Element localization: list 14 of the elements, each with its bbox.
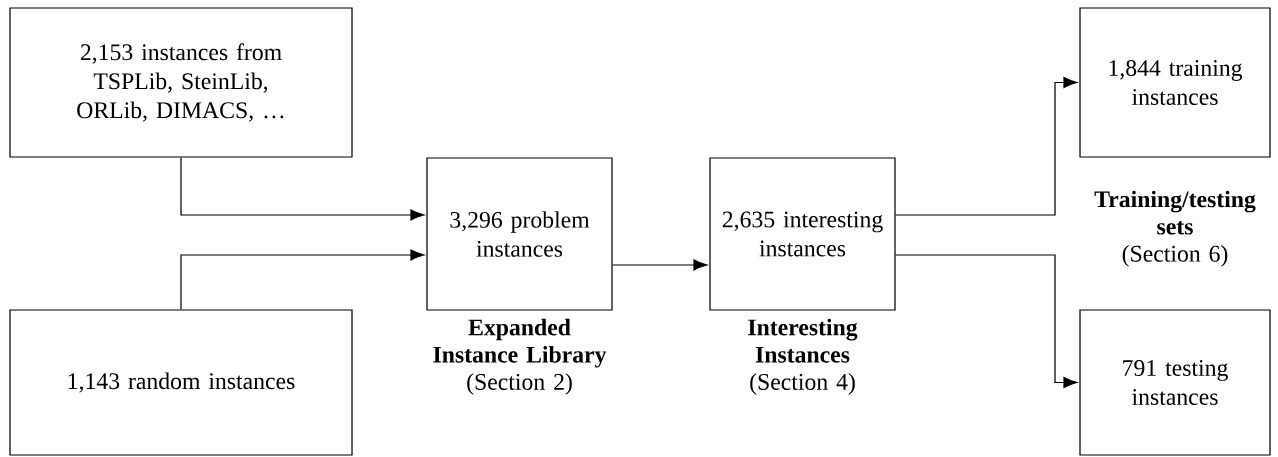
process-box: 2,153 instances from TSPLib, SteinLib, ORLib, DIMACS, … (9, 7, 353, 158)
arrow (895, 254, 1078, 389)
arrow (180, 249, 425, 310)
process-box: 1,143 random instances (9, 309, 353, 456)
arrow (895, 76, 1078, 216)
process-box: 791 testing instances (1079, 309, 1271, 456)
process-box: 1,844 training instances (1079, 7, 1271, 158)
process-box: 3,296 problem instances (426, 157, 613, 311)
arrow (612, 259, 708, 271)
box-caption: Interesting Instances (Section 4) (748, 318, 858, 395)
box-caption: Expanded Instance Library (Section 2) (433, 318, 607, 395)
arrow (180, 157, 425, 221)
section-caption: Training/testing sets (Section 6) (1094, 190, 1256, 267)
process-box: 2,635 interesting instances (709, 157, 896, 311)
